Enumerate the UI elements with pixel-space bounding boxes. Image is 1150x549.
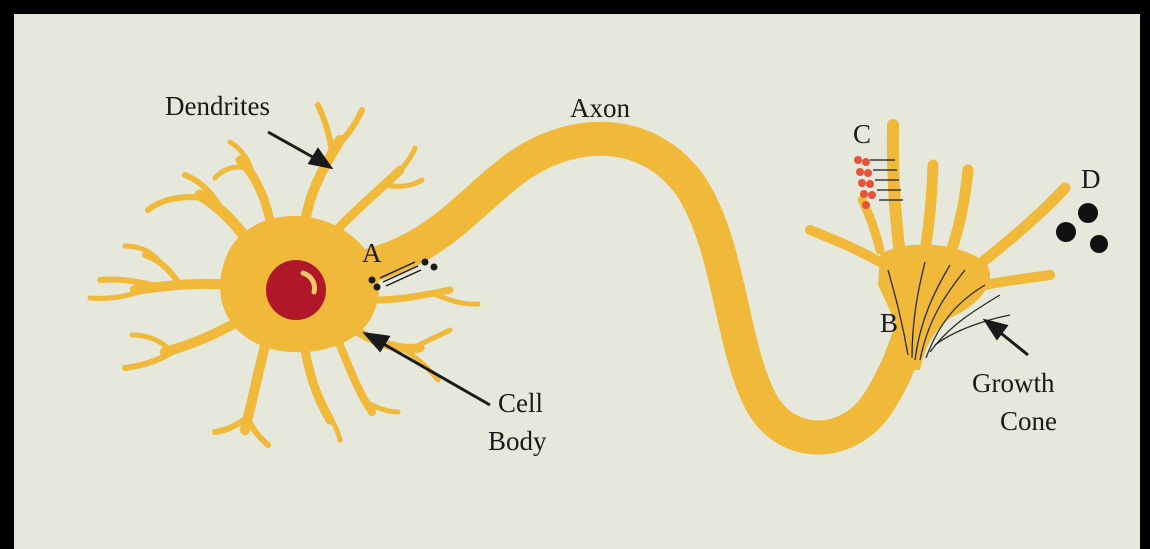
label-b: B (880, 308, 898, 338)
cell-body-arrow (380, 342, 490, 405)
nucleus (266, 260, 326, 320)
label-d: D (1081, 164, 1101, 194)
label-growth-cone-line2: Cone (1000, 406, 1057, 436)
label-growth-cone-line1: Growth (972, 368, 1055, 398)
label-cell-body-line1: Cell (498, 388, 543, 418)
dendrites-arrow (268, 132, 318, 160)
label-a: A (362, 238, 382, 268)
label-c: C (853, 119, 871, 149)
label-axon: Axon (570, 93, 630, 123)
label-cell-body-line2: Body (488, 426, 547, 456)
label-dendrites: Dendrites (165, 91, 270, 121)
marker-d-particles (1056, 203, 1108, 253)
